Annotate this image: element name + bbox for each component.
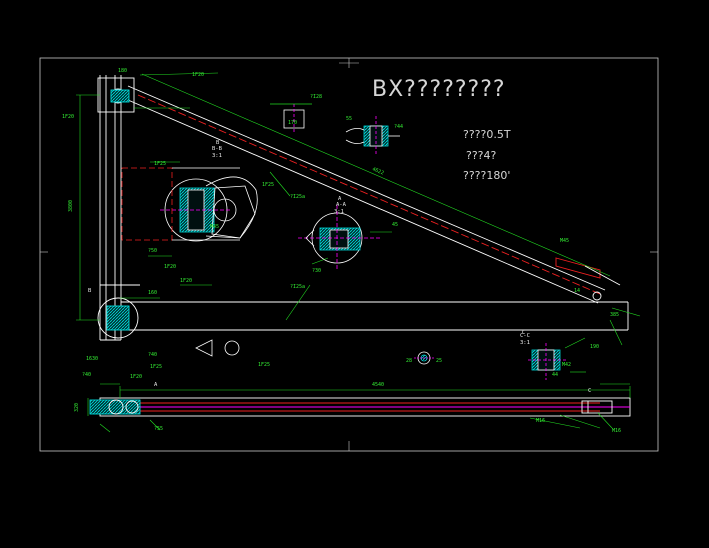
bracket-detail <box>270 103 312 134</box>
view-label-B-small: B <box>216 140 220 146</box>
plan-view <box>89 397 631 417</box>
pulley-detail <box>345 116 400 156</box>
callout-10: ?I25a <box>290 194 305 200</box>
spec-rotation: ????180' <box>463 169 510 182</box>
washer-detail <box>414 351 434 365</box>
spec-capacity: ????0.5T <box>463 128 511 141</box>
dim-160: 160 <box>148 290 157 296</box>
callout-16: M16 <box>612 428 621 434</box>
callout-1: 1F20 <box>62 114 74 120</box>
callout-2: 1F25 <box>154 161 166 167</box>
drawing-frame <box>39 57 659 452</box>
callout-3: 1F25 <box>262 182 274 188</box>
callout-15: M16 <box>536 418 545 424</box>
label-A-A: A-A <box>336 202 347 208</box>
view-label-C-small: C <box>522 330 525 336</box>
dim-column-height: 3800 <box>68 200 74 212</box>
scale-C-C: 3:1 <box>520 340 530 346</box>
view-label-C: C <box>588 388 591 394</box>
callout-0: 1F20 <box>192 72 204 78</box>
callout-7: 1F25 <box>258 362 270 368</box>
callout-18: ?40 <box>148 352 157 358</box>
dim-45: 45 <box>392 222 398 228</box>
detail-A-A <box>298 205 380 270</box>
dim-28: 28 <box>406 358 412 364</box>
detail-C-C <box>528 343 566 380</box>
callout-11: ?I28 <box>310 94 322 100</box>
column <box>99 75 122 341</box>
dim-385: 385 <box>610 312 619 318</box>
view-label-A-small: A <box>338 196 342 202</box>
callout-14: M45 <box>210 224 219 230</box>
dim-55: 55 <box>346 116 352 122</box>
callout-20: ?44 <box>394 124 403 130</box>
dimension-lines <box>76 72 641 433</box>
dim-25: 25 <box>436 358 442 364</box>
dim-width-320: 320 <box>74 403 80 412</box>
top-mount <box>97 77 135 113</box>
callout-8: 1F20 <box>130 374 142 380</box>
callout-21: ?55 <box>154 426 163 432</box>
label-C-C: C-C <box>520 333 530 339</box>
detail-B-B <box>121 167 258 242</box>
scale-B-B: 3:1 <box>212 153 222 159</box>
triangle-symbol-detail <box>195 339 240 357</box>
dim-14: 14 <box>574 288 580 294</box>
callout-4: 1F20 <box>164 264 176 270</box>
callout-22: ?40 <box>82 372 91 378</box>
dim-overall-length: 4540 <box>372 382 384 388</box>
callout-19: ?50 <box>148 248 157 254</box>
dim-170: 170 <box>288 120 297 126</box>
callout-6: 1F25 <box>150 364 162 370</box>
bottom-pivot <box>97 284 140 339</box>
dim-bottom-offset: 1630 <box>86 356 98 362</box>
diagonal-brace <box>127 85 606 304</box>
dim-180: 180 <box>118 68 127 74</box>
drawing-title: BX???????? <box>372 77 506 102</box>
callout-17: ?30 <box>312 268 321 274</box>
dim-diagonal-length: 4622 <box>371 166 384 176</box>
dim-190: 190 <box>590 344 599 350</box>
scale-A-A: 3:1 <box>334 209 344 215</box>
horizontal-arm <box>121 301 629 331</box>
view-label-A: A <box>154 382 158 388</box>
jib-elevation <box>97 75 629 341</box>
label-B-B: B-B <box>212 146 223 152</box>
view-label-B: B <box>88 288 92 294</box>
dim-44: 44 <box>552 372 558 378</box>
callout-5: 1F20 <box>180 278 192 284</box>
callout-13: M42 <box>562 362 571 368</box>
end-clamp <box>555 257 621 301</box>
callout-9: ?I25a <box>290 284 305 290</box>
callout-12: M45 <box>560 238 569 244</box>
spec-height: ???4? <box>466 149 497 162</box>
